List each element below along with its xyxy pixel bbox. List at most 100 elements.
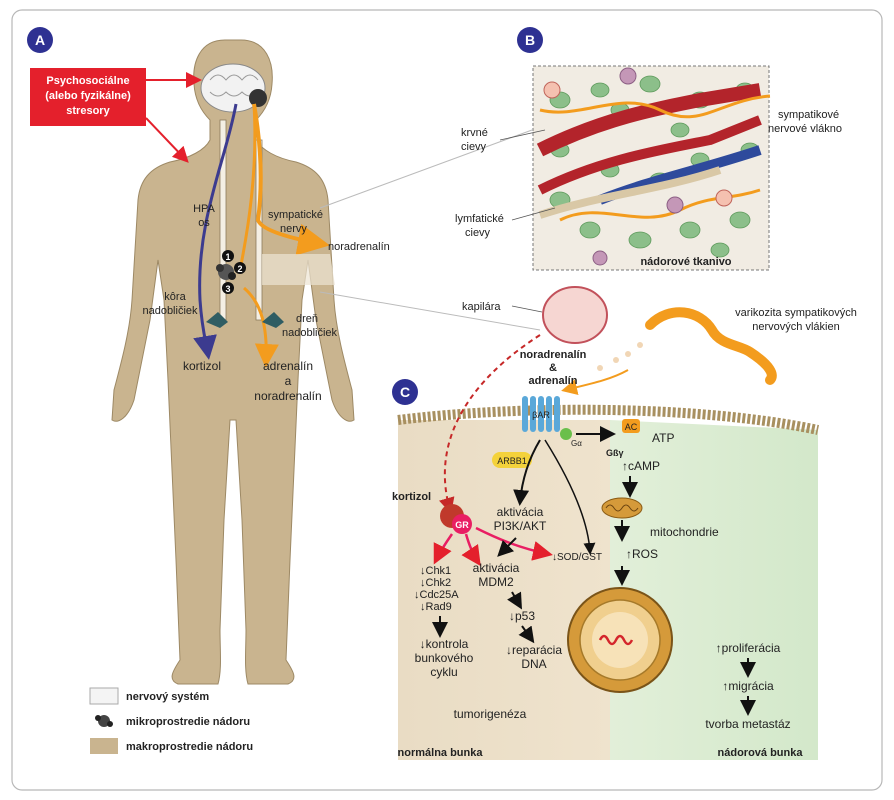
sympathetic-descending xyxy=(238,103,257,271)
chk1-label: ↓Chk1 xyxy=(420,565,451,577)
receptor-to-pi3k-arrow xyxy=(513,439,541,506)
cell-membrane xyxy=(397,404,820,435)
gr-arrow-mdm2 xyxy=(461,533,481,567)
noradrenaline-label: noradrenalín xyxy=(328,241,390,253)
migration-label: ↑migrácia xyxy=(722,679,774,693)
adrenaline-label-line1: adrenalín xyxy=(263,359,313,373)
panel-a-label: A xyxy=(35,32,45,48)
g-alpha-subunit xyxy=(560,428,572,440)
adenylyl-cyclase xyxy=(622,419,640,433)
panel-b-badge xyxy=(517,27,543,53)
ros-label: ↑ROS xyxy=(626,547,658,561)
legend-swatch-macro xyxy=(90,738,118,754)
atp-label: ATP xyxy=(652,431,674,445)
pi3k-label-line2: PI3K/AKT xyxy=(494,519,547,533)
na-label-line2: & xyxy=(549,362,557,374)
hpa-label-line2: os xyxy=(198,217,210,229)
pi3k-label-line1: aktivácia xyxy=(497,505,544,519)
mitochondrion xyxy=(601,497,643,519)
mdm2-label-line1: aktivácia xyxy=(473,561,520,575)
cortisol-cell-label: kortizol xyxy=(392,491,431,503)
adrenaline-label-line3: noradrenalín xyxy=(254,389,321,403)
zoom-lines xyxy=(319,129,541,331)
fiber-label-line2: nervové vlákno xyxy=(768,123,842,135)
mito-label: mitochondrie xyxy=(650,525,719,539)
lymph-label-line2: cievy xyxy=(465,227,491,239)
arbb1-pill xyxy=(492,452,532,468)
fiber-label-line1: sympatikové xyxy=(778,109,839,121)
step-marker-1 xyxy=(222,250,234,262)
proliferation-label: ↑proliferácia xyxy=(716,641,781,655)
adrenal-medulla-line1: dreň xyxy=(296,313,318,325)
legend-swatch-nervous xyxy=(89,687,119,705)
varicosity xyxy=(645,307,777,385)
legend-macro: makroprostredie nádoru xyxy=(126,741,253,753)
glucocorticoid-receptor xyxy=(440,504,472,534)
stressors-line2: (alebo fyzikálne) xyxy=(45,90,131,102)
cortisol-label: kortizol xyxy=(183,359,221,373)
step-label-1: 1 xyxy=(225,252,230,262)
tumor-tissue-box xyxy=(532,65,771,271)
vessels-label-line2: cievy xyxy=(461,141,487,153)
tumor-microenvironment xyxy=(216,264,236,280)
sympathetic-label-line2: nervy xyxy=(280,223,307,235)
capillary-leader xyxy=(511,305,543,313)
ctrl-label-line2: bunkového xyxy=(415,651,474,665)
adrenaline-label-line2: a xyxy=(285,374,292,388)
sod-label: ↓SOD/GST xyxy=(552,552,602,563)
ctrl-label-line1: ↓kontrola xyxy=(420,637,469,651)
stressors-box xyxy=(30,68,146,126)
step-marker-2 xyxy=(234,262,246,274)
gr-label: GR xyxy=(455,520,469,530)
varicosity-label-line1: varikozita sympatikových xyxy=(735,307,857,319)
adrenal-cortex-line2: nadobličiek xyxy=(142,305,198,317)
capillary-label: kapilára xyxy=(462,301,501,313)
step-marker-3 xyxy=(222,282,234,294)
rad9-label: ↓Rad9 xyxy=(420,601,452,613)
adrenal-gland-left xyxy=(206,312,228,328)
varicosity-label-line2: nervových vlákien xyxy=(752,321,839,333)
legend-swatch-micro xyxy=(95,715,113,727)
tumor-cell xyxy=(610,420,818,760)
stressors-line3: stresory xyxy=(66,105,110,117)
tumor-cell-label: nádorová bunka xyxy=(718,747,804,759)
vessels-leader xyxy=(499,129,546,141)
adrenal-medulla-arrow xyxy=(243,286,279,368)
panel-c-badge xyxy=(392,379,418,405)
arbb1-label: ARBB1 xyxy=(497,456,527,466)
zoom-region xyxy=(262,254,335,285)
na-release-arrow xyxy=(561,369,629,395)
human-body xyxy=(111,39,355,685)
step-label-3: 3 xyxy=(225,284,230,294)
lymph-leader xyxy=(511,207,556,221)
panel-c-label: C xyxy=(400,384,410,400)
lymph-label-line1: lymfatické xyxy=(455,213,504,225)
legend-nervous: nervový systém xyxy=(126,691,209,703)
ctrl-label-line3: cyklu xyxy=(430,665,457,679)
adrenal-medulla-line2: nadobličiek xyxy=(282,327,338,339)
na-label-line1: noradrenalín xyxy=(520,349,587,361)
ac-label: AC xyxy=(625,422,638,432)
capillary xyxy=(542,286,608,344)
receptor-to-sod-arrow xyxy=(544,439,596,555)
panel-a-badge xyxy=(27,27,53,53)
cortisol-diffusion-arrow xyxy=(439,334,541,514)
step-label-2: 2 xyxy=(237,264,242,274)
p53-label: ↓p53 xyxy=(509,609,535,623)
chk2-label: ↓Chk2 xyxy=(420,577,451,589)
vesicles xyxy=(597,342,643,371)
brain xyxy=(200,63,267,113)
camp-label: ↑cAMP xyxy=(622,459,660,473)
sympathetic-label-line1: sympatické xyxy=(268,209,323,221)
tumorigenesis-label: tumorigenéza xyxy=(454,707,527,721)
g-alpha-label: Gα xyxy=(571,439,582,448)
pi3k-arrow xyxy=(497,537,517,557)
vessels-label-line1: krvné xyxy=(461,127,488,139)
hpa-label-line1: HPA xyxy=(193,203,215,215)
nucleus xyxy=(567,587,673,693)
gr-arrow-chk xyxy=(433,533,454,565)
panel-b-label: B xyxy=(525,32,535,48)
gbg-label: Gßγ xyxy=(606,448,624,458)
normal-cell-label: normálna bunka xyxy=(398,747,484,759)
